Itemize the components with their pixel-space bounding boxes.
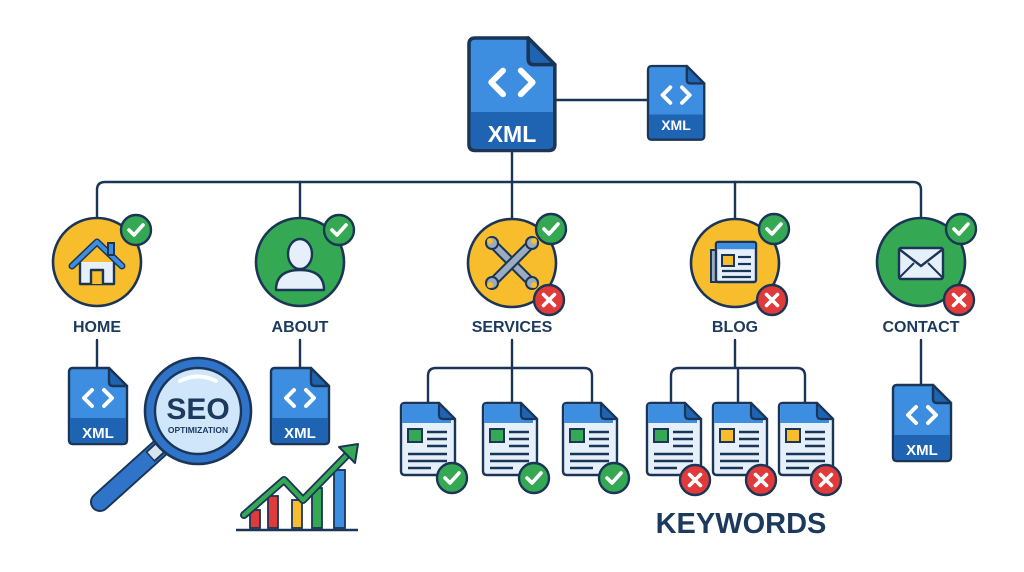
check-badge-icon	[517, 461, 551, 495]
blog-subpage-3[interactable]	[777, 401, 843, 497]
services-children-connector	[426, 338, 594, 405]
page-label-blog: BLOG	[712, 319, 758, 336]
page-node-contact[interactable]	[875, 212, 978, 317]
page-label-services: SERVICES	[472, 319, 553, 336]
sibling-xml-label: XML	[661, 117, 691, 133]
connectors	[95, 98, 923, 405]
house-icon	[68, 238, 126, 286]
page-label-about: ABOUT	[272, 319, 329, 336]
growth-bar	[267, 495, 279, 529]
services-subpage-2[interactable]	[481, 401, 551, 495]
user-icon	[274, 237, 326, 292]
cross-badge-icon	[809, 463, 843, 497]
check-badge-icon	[435, 461, 469, 495]
page-label-contact: CONTACT	[882, 319, 959, 336]
level1-bus-connector	[95, 180, 923, 220]
growth-chart-icon	[236, 443, 359, 532]
page-node-about[interactable]	[254, 213, 356, 308]
page-node-blog[interactable]	[689, 212, 791, 317]
page-node-home[interactable]	[51, 213, 153, 308]
check-badge-icon	[944, 212, 978, 246]
blog-children-connector	[669, 338, 807, 405]
wrench-icon	[485, 236, 539, 290]
about-xml-label: XML	[284, 425, 316, 442]
page-label-home: HOME	[73, 319, 121, 336]
cross-badge-icon	[942, 283, 976, 317]
growth-bar	[291, 499, 303, 529]
check-badge-icon	[597, 461, 631, 495]
seo-badge: SEO OPTIMIZATION	[90, 356, 253, 512]
check-badge-icon	[322, 213, 356, 247]
cross-badge-icon	[755, 283, 789, 317]
growth-bar	[333, 469, 346, 529]
blog-subpage-1[interactable]	[645, 401, 712, 497]
envelope-icon	[897, 246, 945, 281]
cross-badge-icon	[678, 463, 712, 497]
check-badge-icon	[757, 212, 791, 246]
check-badge-icon	[534, 212, 568, 246]
home-xml-label: XML	[82, 425, 114, 442]
services-subpage-1[interactable]	[399, 401, 469, 495]
magnifier-icon	[90, 356, 253, 512]
check-badge-icon	[119, 213, 153, 247]
page-node-services[interactable]	[466, 212, 568, 317]
seo-title: SEO	[166, 393, 229, 426]
newspaper-icon	[710, 240, 758, 284]
cross-badge-icon	[532, 283, 566, 317]
services-subpage-3[interactable]	[561, 401, 631, 495]
keywords-label: KEYWORDS	[656, 508, 827, 540]
contact-xml-label: XML	[906, 442, 938, 459]
blog-subpage-2[interactable]	[711, 401, 778, 497]
root-xml-label: XML	[488, 121, 537, 147]
seo-subtitle: OPTIMIZATION	[168, 425, 228, 435]
cross-badge-icon	[744, 463, 778, 497]
